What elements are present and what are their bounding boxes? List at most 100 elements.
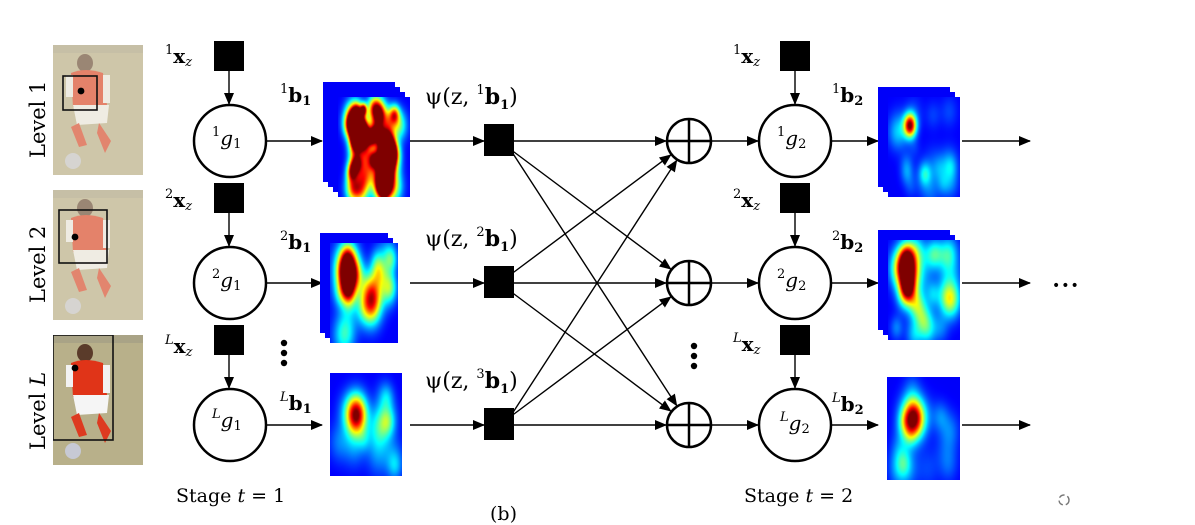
player-head bbox=[77, 344, 93, 362]
psi-label-1: ψ(z, 1b1) bbox=[425, 83, 518, 113]
continuation-ellipsis: ••• bbox=[1052, 278, 1080, 294]
input-label-L-stage2: Lxz bbox=[733, 331, 761, 358]
row-label-level-L: Level L bbox=[26, 371, 50, 450]
focus-box bbox=[58, 209, 108, 264]
stage-label-2: Stage t = 2 bbox=[744, 485, 854, 507]
node-label-g2-1: 1g2 bbox=[777, 125, 807, 152]
input-image-level-L bbox=[53, 335, 143, 465]
player-head bbox=[77, 54, 93, 72]
arrow-psiL-to-sum2 bbox=[509, 296, 672, 418]
heatmap-canvas bbox=[888, 97, 960, 197]
input-square-2-stage1 bbox=[214, 183, 244, 213]
player-photo bbox=[53, 335, 143, 465]
node-label-g2-L: Lg2 bbox=[780, 410, 810, 437]
player-leg bbox=[71, 268, 87, 292]
input-square-1-stage2 bbox=[780, 41, 810, 71]
player-leg bbox=[97, 268, 111, 298]
node-g2-2 bbox=[757, 245, 833, 321]
vertical-ellipsis-dot bbox=[280, 349, 288, 357]
player-sleeve bbox=[66, 365, 73, 387]
heatmap-canvas bbox=[330, 373, 402, 476]
ball bbox=[65, 153, 81, 169]
player-sleeve bbox=[103, 75, 110, 103]
player-shirt bbox=[71, 70, 107, 107]
belief-label-b1-1: 1b1 bbox=[280, 82, 312, 109]
node-g2-L bbox=[757, 387, 833, 463]
belief-label-b2-2: 2b2 bbox=[832, 229, 864, 256]
heatmap-b1-level-1 bbox=[338, 97, 410, 197]
input-label-2-stage2: 2xz bbox=[733, 187, 761, 214]
ball bbox=[65, 298, 81, 314]
player-leg bbox=[71, 123, 87, 147]
figure-caption: (b) bbox=[490, 503, 517, 525]
player-leg bbox=[97, 413, 111, 443]
psi-label-3: ψ(z, 3b1) bbox=[425, 367, 518, 397]
photo-background bbox=[53, 190, 143, 198]
heatmap-canvas bbox=[888, 240, 960, 340]
player-head bbox=[77, 199, 93, 217]
photo-background bbox=[53, 45, 143, 53]
node-label-g1-L: Lg1 bbox=[212, 407, 242, 434]
vertical-ellipsis-dot bbox=[690, 362, 698, 370]
focus-point bbox=[77, 87, 85, 95]
vertical-ellipsis-dot bbox=[280, 359, 288, 367]
ball bbox=[65, 443, 81, 459]
focus-box bbox=[53, 335, 114, 441]
photo-fade-overlay bbox=[53, 190, 143, 320]
row-label-level-2: Level 2 bbox=[26, 225, 50, 303]
player-leg bbox=[97, 123, 111, 153]
player-leg bbox=[71, 413, 87, 437]
belief-label-b2-1: 1b2 bbox=[832, 82, 864, 109]
psi-square-L bbox=[484, 408, 514, 440]
node-label-g1-2: 2g1 bbox=[212, 267, 242, 294]
player-sleeve bbox=[66, 75, 73, 97]
player-shirt bbox=[71, 360, 107, 397]
vertical-ellipsis-dot bbox=[690, 352, 698, 360]
input-label-1-stage1: 1xz bbox=[165, 43, 193, 70]
belief-label-b1-2: 2b1 bbox=[280, 229, 312, 256]
psi-square-2 bbox=[484, 266, 514, 298]
photo-background bbox=[53, 335, 143, 343]
arrow-psi1-to-sumL bbox=[509, 148, 678, 407]
input-label-1-stage2: 1xz bbox=[733, 43, 761, 70]
heatmap-canvas bbox=[330, 243, 398, 343]
vertical-ellipsis-dot bbox=[690, 342, 698, 350]
player-photo bbox=[53, 45, 143, 175]
player-shirt bbox=[71, 215, 107, 252]
vertical-ellipsis-dot bbox=[280, 339, 288, 347]
arrow-psi2-to-sum1 bbox=[509, 154, 672, 276]
player-sleeve bbox=[66, 220, 73, 242]
input-square-L-stage2 bbox=[780, 325, 810, 355]
node-g2-1 bbox=[757, 103, 833, 179]
node-g1-2 bbox=[192, 245, 268, 321]
edges-layer bbox=[224, 71, 1031, 430]
player-shorts bbox=[73, 395, 109, 415]
node-label-g2-2: 2g2 bbox=[777, 267, 807, 294]
arrow-psi2-to-sumL bbox=[509, 290, 672, 412]
nodes-layer bbox=[192, 41, 1070, 506]
heatmap-b2-level-2 bbox=[888, 240, 960, 340]
input-label-L-stage1: Lxz bbox=[165, 333, 193, 360]
heatmap-b1-level-L bbox=[330, 373, 402, 476]
psi-square-1 bbox=[484, 124, 514, 156]
node-g1-1 bbox=[192, 103, 268, 179]
input-image-level-1 bbox=[53, 45, 143, 175]
focus-point bbox=[71, 233, 79, 241]
input-square-2-stage2 bbox=[780, 183, 810, 213]
input-square-1-stage1 bbox=[214, 41, 244, 71]
arrow-psi1-to-sum2 bbox=[509, 148, 672, 270]
focus-box bbox=[62, 75, 98, 111]
heatmap-b1-level-2 bbox=[330, 243, 398, 343]
heatmap-b2-level-L bbox=[887, 377, 960, 480]
player-photo bbox=[53, 190, 143, 320]
psi-label-2: ψ(z, 2b1) bbox=[425, 225, 518, 255]
heatmap-canvas bbox=[338, 97, 410, 197]
belief-label-b2-L: Lb2 bbox=[832, 391, 864, 418]
input-square-L-stage1 bbox=[214, 325, 244, 355]
node-label-g1-1: 1g1 bbox=[212, 125, 242, 152]
player-shorts bbox=[73, 250, 109, 270]
player-sleeve bbox=[103, 365, 110, 393]
stage-label-1: Stage t = 1 bbox=[176, 485, 286, 507]
input-label-2-stage1: 2xz bbox=[165, 187, 193, 214]
